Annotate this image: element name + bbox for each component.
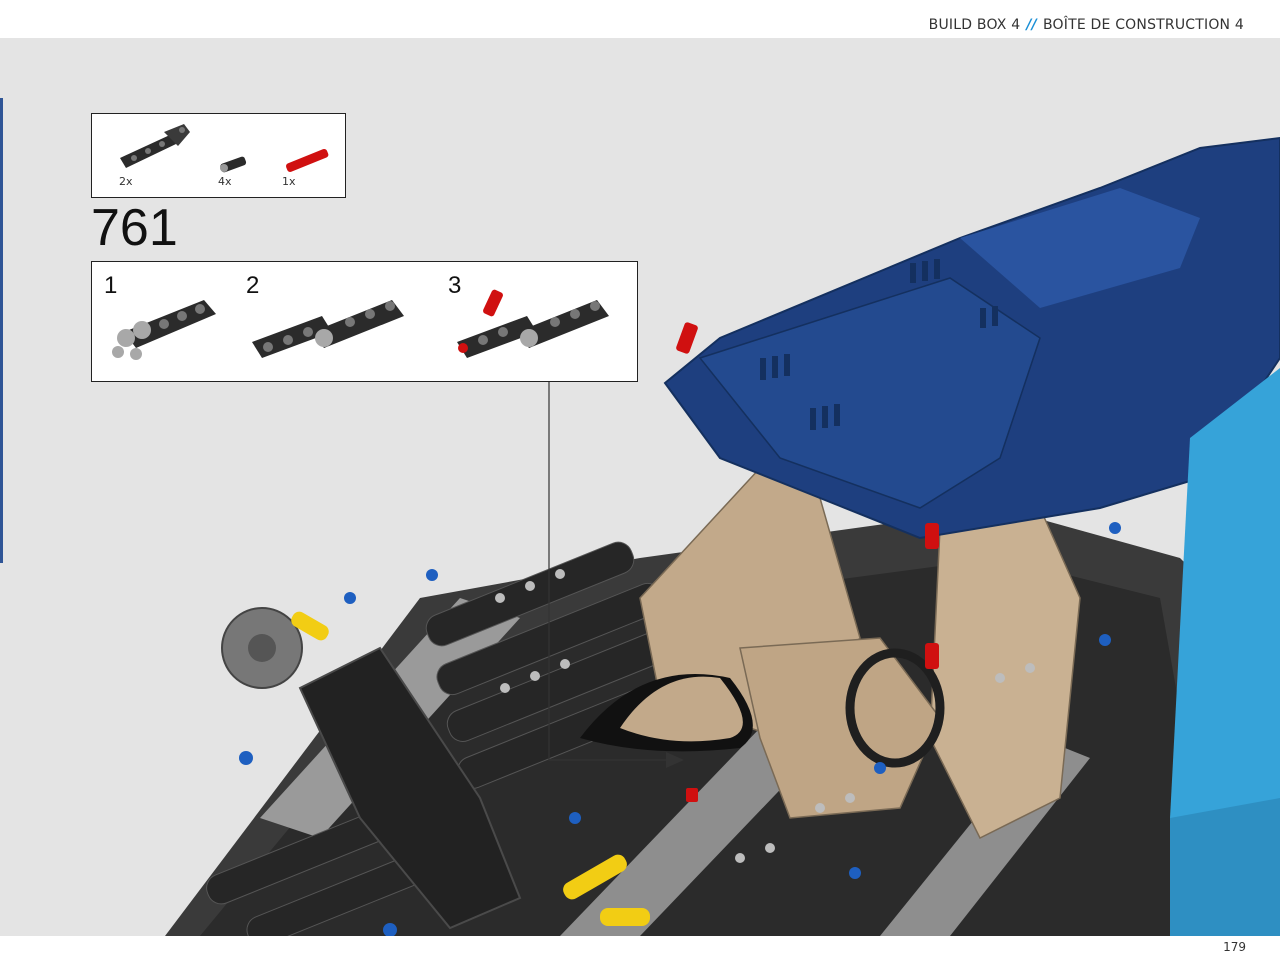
substep-label-2: 2 xyxy=(246,272,260,299)
parts-qty-2: 4x xyxy=(218,175,232,188)
assembly-illustration xyxy=(165,136,1280,936)
substep-1-assembly-icon xyxy=(112,300,216,360)
step-number: 761 xyxy=(91,199,178,257)
header-title: BUILD BOX 4 // BOÎTE DE CONSTRUCTION 4 xyxy=(929,17,1244,33)
parts-qty-1: 2x xyxy=(119,175,133,188)
instruction-canvas: 2x 4x 1x 761 1 2 3 xyxy=(0,38,1280,936)
black-angled-beam-icon xyxy=(120,124,190,168)
parts-list-box: 2x 4x 1x xyxy=(91,113,346,198)
substep-label-3: 3 xyxy=(448,272,462,299)
page-header: BUILD BOX 4 // BOÎTE DE CONSTRUCTION 4 xyxy=(0,0,1280,38)
parts-qty-3: 1x xyxy=(282,175,296,188)
page-number: 179 xyxy=(1223,940,1246,954)
red-axle-pin-icon xyxy=(286,148,329,172)
previous-page-edge xyxy=(0,98,3,563)
substep-label-1: 1 xyxy=(104,272,118,299)
header-right-title: BOÎTE DE CONSTRUCTION 4 xyxy=(1042,17,1244,33)
header-left-title: BUILD BOX 4 xyxy=(928,17,1021,33)
substep-2-assembly-icon xyxy=(252,300,404,358)
black-axle-connector-icon xyxy=(220,156,247,173)
substep-callout-box: 1 2 3 xyxy=(91,261,638,382)
substep-3-assembly-icon xyxy=(457,289,609,358)
header-separator: // xyxy=(1026,17,1037,33)
